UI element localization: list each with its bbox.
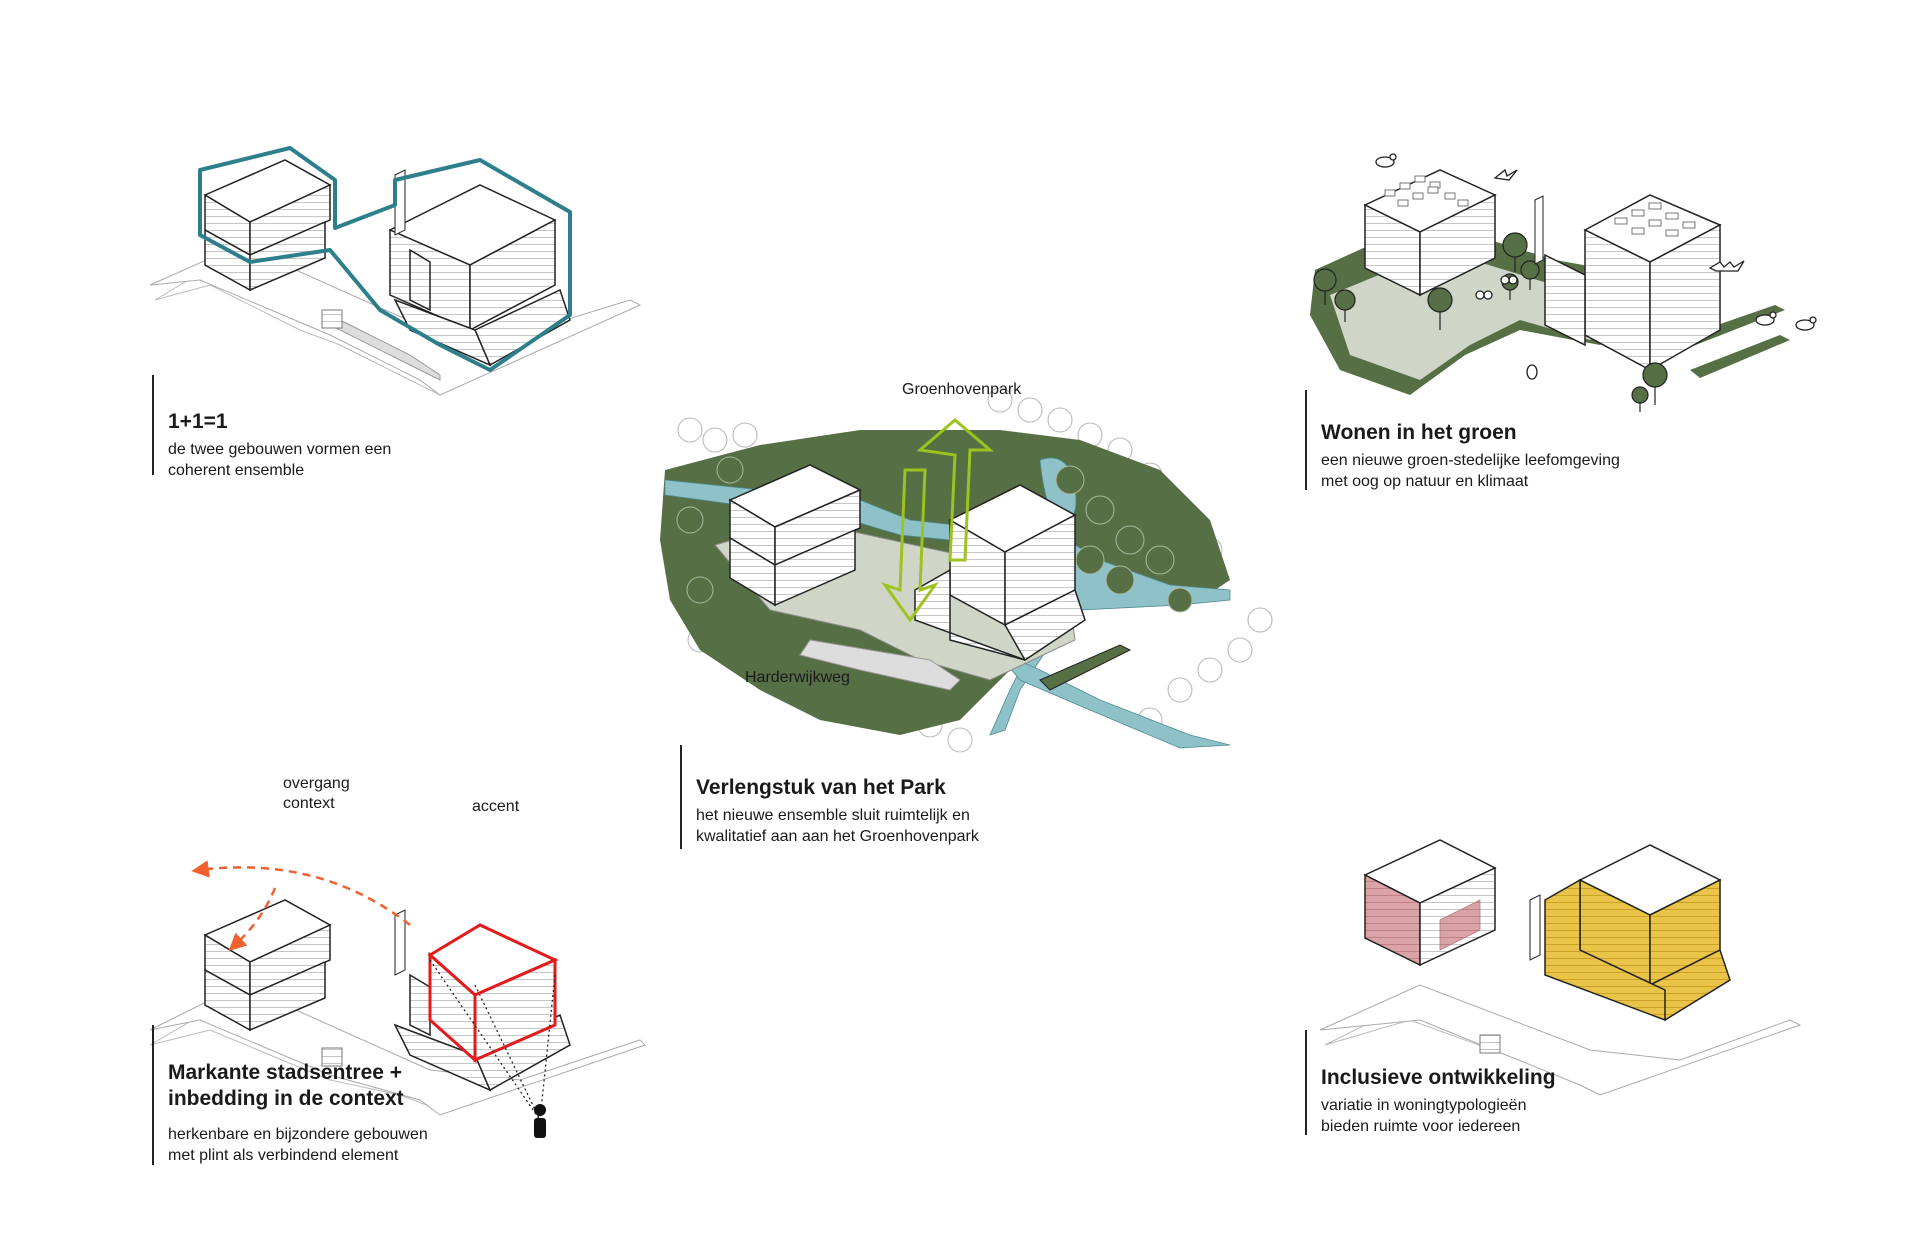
park-connection-arrows bbox=[881, 418, 995, 623]
caption-text: met oog op natuur en klimaat bbox=[1321, 473, 1529, 490]
green-tower bbox=[1544, 194, 1722, 372]
label-context: context bbox=[283, 795, 335, 812]
green-living-diagram bbox=[1310, 153, 1817, 412]
caption-text: herkenbare en bijzondere gebouwen bbox=[168, 1126, 428, 1143]
park-extension-diagram bbox=[660, 387, 1273, 753]
ensemble-tower bbox=[388, 184, 571, 367]
caption-inclusive: Inclusieve ontwikkeling variatie in woni… bbox=[1305, 1030, 1556, 1135]
caption-text: variatie in woningtypologieën bbox=[1321, 1097, 1527, 1114]
entrance-diagram bbox=[149, 860, 646, 1138]
caption-text: bieden ruimte voor iedereen bbox=[1321, 1118, 1521, 1135]
caption-park: Verlengstuk van het Park het nieuwe ense… bbox=[680, 745, 979, 849]
caption-title: Inclusieve ontwikkeling bbox=[1321, 1066, 1556, 1089]
caption-text: kwalitatief aan aan het Groenhovenpark bbox=[696, 828, 979, 845]
caption-text: de twee gebouwen vormen een bbox=[168, 441, 392, 458]
caption-title: inbedding in de context bbox=[168, 1087, 404, 1110]
caption-ensemble: 1+1=1 de twee gebouwen vormen een cohere… bbox=[152, 375, 392, 479]
caption-green: Wonen in het groen een nieuwe groen-sted… bbox=[1305, 390, 1620, 490]
inclusive-diagram bbox=[1319, 839, 1802, 1096]
caption-text: met plint als verbindend element bbox=[168, 1147, 399, 1164]
caption-title: Wonen in het groen bbox=[1321, 421, 1517, 444]
inclusive-tower bbox=[1544, 844, 1731, 1022]
label-accent: accent bbox=[472, 798, 520, 815]
ensemble-left-building bbox=[203, 159, 332, 292]
entrance-tower bbox=[393, 923, 571, 1092]
animal-icons bbox=[1375, 153, 1817, 380]
sightlines bbox=[429, 959, 556, 1121]
park-tower bbox=[914, 484, 1086, 662]
label-overgang: overgang bbox=[283, 775, 350, 792]
inclusive-left-building bbox=[1363, 839, 1497, 967]
park-left-building bbox=[728, 464, 862, 607]
park-trees bbox=[676, 456, 1193, 613]
green-left-building bbox=[1363, 169, 1497, 297]
ensemble-diagram bbox=[149, 146, 642, 396]
person-icon bbox=[534, 1104, 546, 1138]
label-harderwijkweg: Harderwijkweg bbox=[745, 669, 850, 686]
caption-title: Verlengstuk van het Park bbox=[696, 776, 946, 799]
caption-text: een nieuwe groen-stedelijke leefomgeving bbox=[1321, 452, 1620, 469]
label-groenhovenpark: Groenhovenpark bbox=[902, 381, 1022, 398]
caption-entrance: Markante stadsentree + inbedding in de c… bbox=[152, 1025, 428, 1165]
green-trees bbox=[1313, 232, 1668, 412]
caption-title: Markante stadsentree + bbox=[168, 1061, 403, 1084]
ensemble-outline bbox=[198, 146, 572, 372]
transition-arrow bbox=[191, 860, 411, 926]
entrance-left-building bbox=[203, 899, 332, 1032]
caption-text: coherent ensemble bbox=[168, 462, 305, 479]
caption-title: 1+1=1 bbox=[168, 410, 228, 433]
caption-text: het nieuwe ensemble sluit ruimtelijk en bbox=[696, 807, 970, 824]
